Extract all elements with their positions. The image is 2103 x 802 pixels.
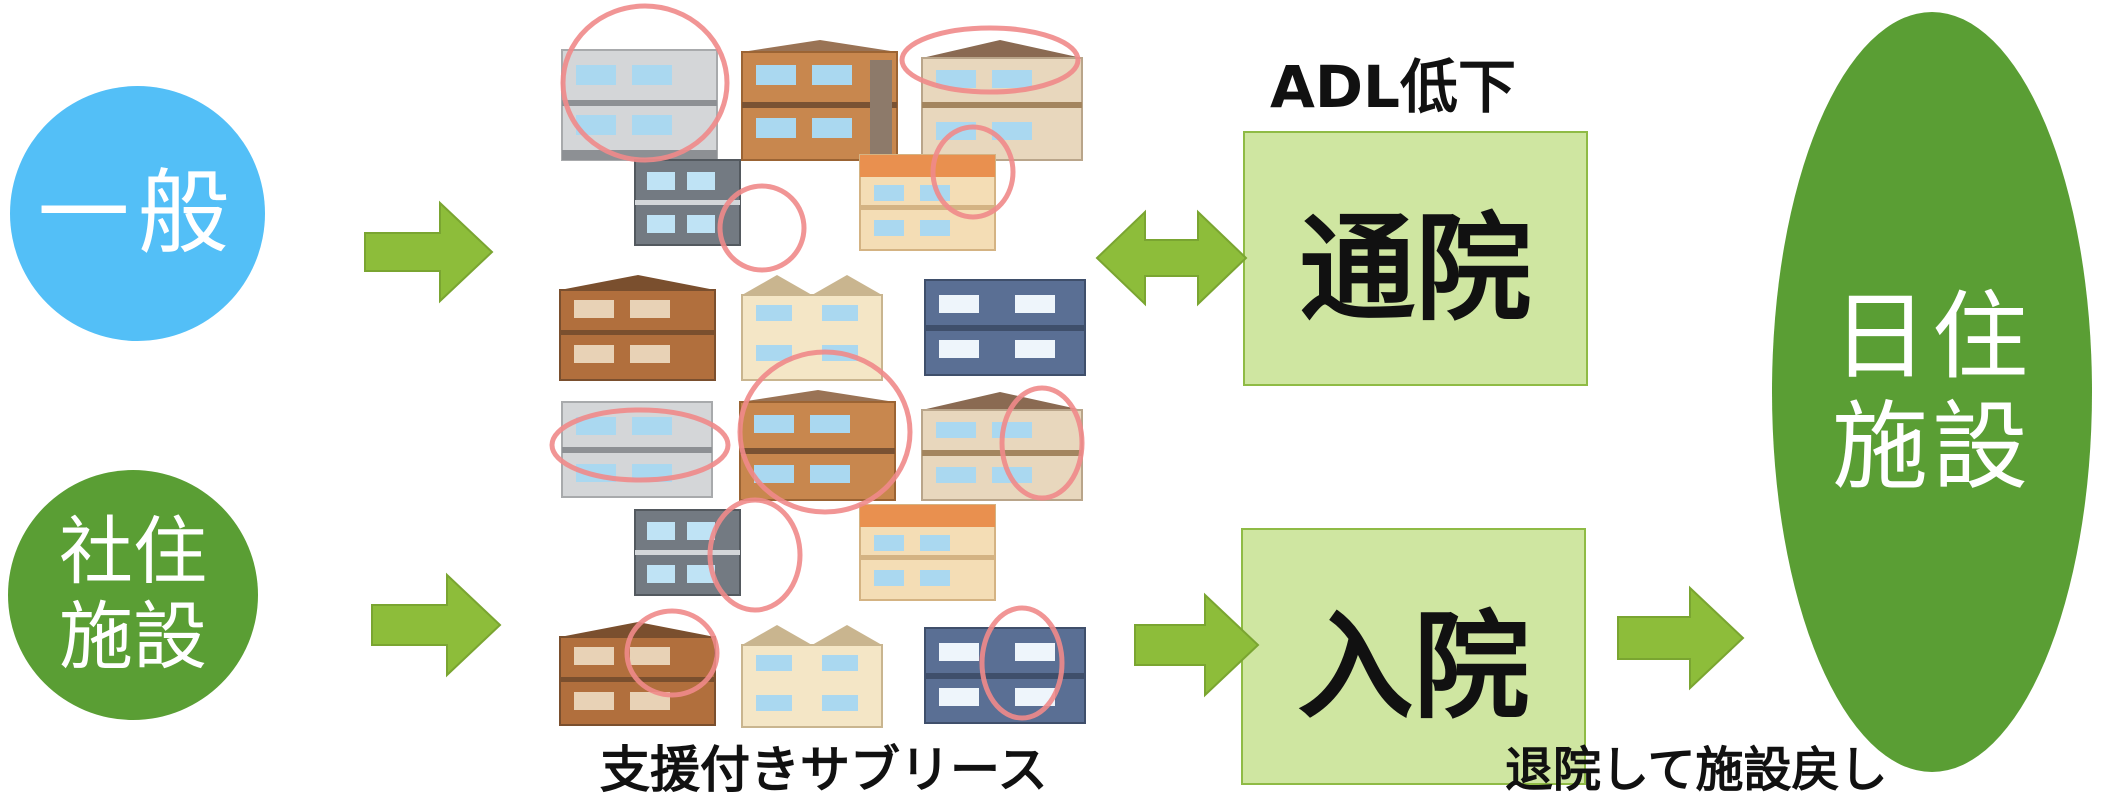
highlight-ring xyxy=(560,3,730,163)
highlight-ring xyxy=(979,605,1065,721)
general-label: 一般 xyxy=(37,159,238,267)
arrow-general-to-housing xyxy=(364,200,494,304)
apartment-building-icon xyxy=(634,159,741,246)
highlight-ring xyxy=(737,349,913,515)
apartment-building-icon xyxy=(559,622,716,726)
apartment-building-icon xyxy=(561,49,718,161)
apartment-building-icon xyxy=(741,40,898,161)
social-housing-facility-circle: 社住 施設 xyxy=(8,470,258,720)
highlight-ring xyxy=(549,407,731,483)
arrow-inpatient-to-facility xyxy=(1617,585,1745,691)
social-label-line1: 社住 xyxy=(59,508,207,595)
apartment-building-icon xyxy=(559,275,716,381)
adl-decline-label: ADL低下 xyxy=(1270,53,1516,121)
highlight-ring xyxy=(717,183,807,273)
apartment-building-icon xyxy=(859,504,996,601)
outpatient-label: 通院 xyxy=(1299,201,1532,337)
highlight-ring xyxy=(624,608,720,698)
outpatient-box: 通院 xyxy=(1243,131,1588,386)
facility-label-line1: 日住 xyxy=(1832,280,2032,393)
apartment-building-icon xyxy=(634,509,741,596)
social-label-line2: 施設 xyxy=(59,594,207,680)
highlight-ring xyxy=(930,124,1016,220)
arrow-social-to-housing xyxy=(371,572,502,678)
inpatient-box: 入院 xyxy=(1241,528,1586,785)
apartment-building-icon xyxy=(741,275,883,381)
general-circle: 一般 xyxy=(10,86,265,341)
apartment-building-icon xyxy=(739,390,896,501)
arrow-housing-to-inpatient xyxy=(1134,592,1260,698)
apartment-building-icon xyxy=(859,154,996,251)
discharge-return-label: 退院して施設戻し xyxy=(1505,742,1888,798)
inpatient-label: 入院 xyxy=(1297,599,1530,735)
apartment-building-icon xyxy=(741,625,883,728)
highlight-ring xyxy=(999,385,1085,501)
supported-sublease-label: 支援付きサブリース xyxy=(600,741,1048,799)
highlight-ring xyxy=(707,497,803,613)
apartment-building-icon xyxy=(924,627,1086,724)
day-housing-facility-ellipse: 日住 施設 xyxy=(1772,12,2092,772)
highlight-ring xyxy=(899,25,1081,95)
apartment-building-icon xyxy=(924,279,1086,376)
facility-label-line2: 施設 xyxy=(1832,391,2032,503)
arrow-double-outpatient xyxy=(1095,209,1248,307)
